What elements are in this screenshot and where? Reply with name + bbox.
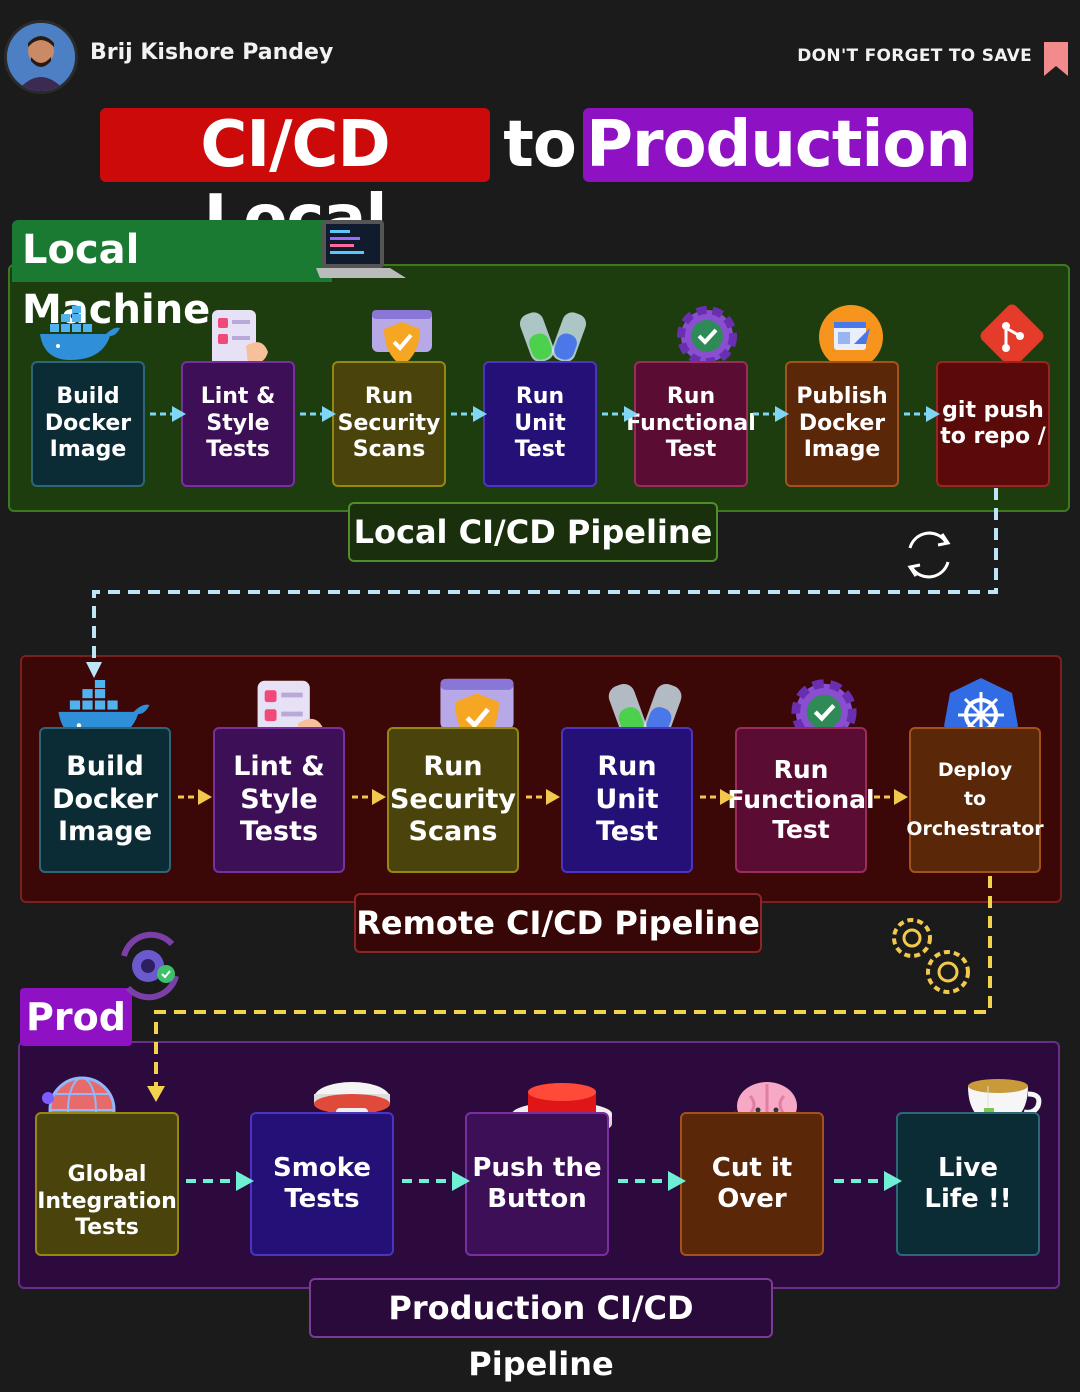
- prod-step-smoke-tests: Smoke Tests: [250, 1112, 394, 1256]
- prod-arrows: [186, 1171, 902, 1191]
- remote-pipeline-label: Remote CI/CD Pipeline: [354, 893, 762, 953]
- prod-step-cut-over: Cut it Over: [680, 1112, 824, 1256]
- local-step-security: Run Security Scans: [332, 361, 446, 487]
- checklist-icon: [206, 306, 276, 370]
- step-label: Run Unit Test: [595, 751, 659, 848]
- step-label: Push the Button: [472, 1152, 602, 1214]
- save-reminder: DON'T FORGET TO SAVE: [797, 46, 1032, 66]
- local-arrows: [150, 406, 940, 422]
- step-label: Run Security Scans: [337, 384, 441, 463]
- local-step-functional: Run Functional Test: [626, 361, 756, 487]
- title-production: Production: [583, 108, 973, 182]
- local-step-publish: Publish Docker Image: [785, 361, 899, 487]
- publish-icon: [816, 304, 886, 370]
- connector-lines: [86, 488, 998, 1102]
- step-label: Live Life !!: [924, 1152, 1012, 1214]
- prod-step-global-integration: Global Integration Tests: [35, 1112, 179, 1256]
- step-label: Build Docker Image: [44, 384, 132, 463]
- prod-pipeline-label: Production CI/CD Pipeline: [309, 1278, 773, 1383]
- remote-step-security: Run Security Scans: [387, 727, 519, 873]
- step-label: Build Docker Image: [52, 751, 158, 848]
- step-label: Run Functional Test: [727, 755, 875, 844]
- step-label: Global Integration Tests: [37, 1162, 177, 1241]
- local-step-unit: Run Unit Test: [483, 361, 597, 487]
- local-step-build-docker: Build Docker Image: [31, 361, 145, 487]
- prod-step-push-button: Push the Button: [465, 1112, 609, 1256]
- test-tubes-icon: [512, 304, 592, 370]
- git-icon: [974, 298, 1050, 374]
- shield-icon: [370, 306, 434, 370]
- laptop-icon: [316, 220, 406, 278]
- step-label: git push to repo /: [940, 397, 1046, 449]
- remote-step-deploy: Deploy to Orchestrator: [906, 727, 1044, 873]
- remote-step-build-docker: Build Docker Image: [39, 727, 171, 873]
- prod-step-live-life: Live Life !!: [896, 1112, 1040, 1256]
- step-label: Run Unit Test: [514, 384, 566, 463]
- title-to: to: [503, 108, 577, 182]
- remote-arrows: [178, 789, 908, 805]
- local-step-lint: Lint & Style Tests: [181, 361, 295, 487]
- cycle-icon: [907, 531, 951, 579]
- step-label: Smoke Tests: [273, 1152, 371, 1214]
- remote-section: [20, 655, 1062, 903]
- remote-step-lint: Lint & Style Tests: [213, 727, 345, 873]
- gears-icon: [892, 918, 970, 994]
- remote-step-functional: Run Functional Test: [727, 727, 875, 873]
- step-label: Run Functional Test: [626, 384, 756, 463]
- step-label: Cut it Over: [711, 1152, 793, 1214]
- remote-step-unit: Run Unit Test: [561, 727, 693, 873]
- step-label: Publish Docker Image: [796, 384, 888, 463]
- author-name: Brij Kishore Pandey: [90, 40, 334, 65]
- step-label: Lint & Style Tests: [233, 751, 325, 848]
- step-label: Run Security Scans: [389, 751, 517, 848]
- local-pipeline-label: Local CI/CD Pipeline: [348, 502, 718, 562]
- local-step-git-push: git push to repo /: [936, 361, 1050, 487]
- avatar: [4, 20, 78, 94]
- step-label: Deploy to Orchestrator: [906, 758, 1044, 840]
- prod-tag: Prod: [20, 988, 132, 1046]
- docker-icon: [36, 306, 124, 364]
- step-label: Lint & Style Tests: [200, 384, 276, 463]
- process-gear-icon: [121, 931, 179, 1001]
- bookmark-icon[interactable]: [1042, 42, 1070, 76]
